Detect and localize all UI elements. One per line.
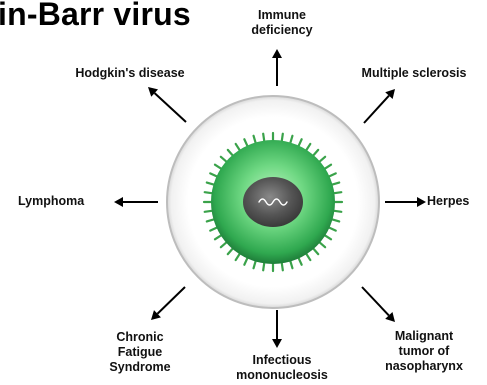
- label-hodgkins-disease: Hodgkin's disease: [55, 66, 205, 81]
- label-chronic-fatigue: Chronic Fatigue Syndrome: [100, 330, 180, 375]
- label-lymphoma: Lymphoma: [18, 194, 108, 209]
- label-herpes: Herpes: [427, 194, 487, 209]
- arrow-down-right: [362, 287, 395, 322]
- arrow-down: [272, 310, 282, 348]
- label-immune-deficiency: Immune deficiency: [236, 8, 328, 38]
- arrow-down-left: [151, 287, 185, 320]
- arrow-left: [114, 197, 158, 207]
- label-malignant-tumor: Malignant tumor of nasopharynx: [368, 329, 480, 374]
- label-multiple-sclerosis: Multiple sclerosis: [348, 66, 480, 81]
- diagram-title: in-Barr virus: [0, 0, 191, 33]
- arrow-up: [272, 49, 282, 86]
- arrow-up-right: [364, 89, 395, 123]
- arrow-up-left: [148, 87, 186, 122]
- label-infectious-mononucleosis: Infectious mononucleosis: [228, 353, 336, 383]
- arrow-right: [385, 197, 426, 207]
